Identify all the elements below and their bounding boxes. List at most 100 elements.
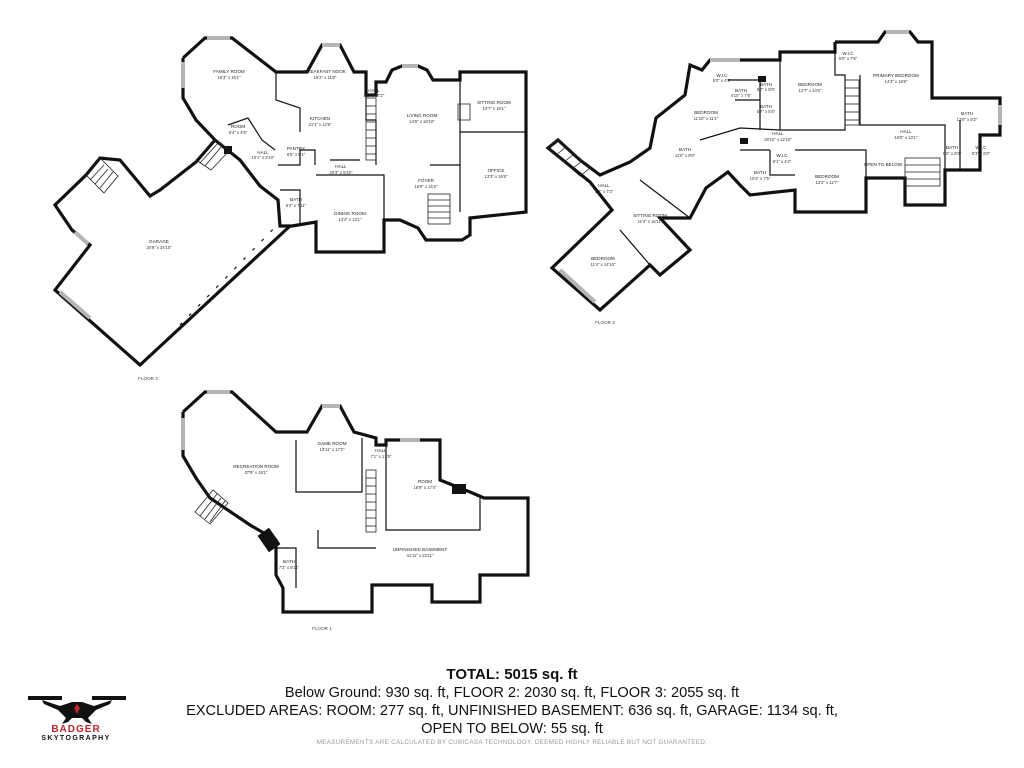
floor-1-labels: GAME ROOM 13'11" x 17'0" HALL 7'1" x 17'… (233, 441, 447, 631)
floor-label: FLOOR 3 (595, 320, 615, 325)
room-dimensions: 5'7" x 5'5" (757, 109, 776, 114)
room-name: BATH (679, 147, 691, 152)
room-name: DINING ROOM (334, 211, 366, 216)
room-dimensions: 7'1" x 17'8" (371, 454, 392, 459)
brand-name: BADGER (51, 724, 101, 735)
room-name: SITTING ROOM (477, 100, 511, 105)
room-name: UNFINISHED BASEMENT (393, 547, 448, 552)
area-summary: TOTAL: 5015 sq. ft Below Ground: 930 sq.… (0, 666, 1024, 746)
room-name: FOYER (418, 178, 435, 183)
room-dimensions: 8'2" x 6'0" (943, 151, 962, 156)
room-dimensions: 11'0" x 8'0" (675, 153, 696, 158)
room-dimensions: 16'8" x 13'1" (895, 135, 918, 140)
room-dimensions: 5'0" x 7'6" (839, 56, 858, 61)
room-name: BEDROOM (815, 174, 839, 179)
floor-3-plan (545, 30, 1002, 313)
room-dimensions: 13'2" x 12'7" (816, 180, 839, 185)
room-name: BATH (946, 145, 958, 150)
room-dimensions: 16'3" x 16'1" (218, 75, 241, 80)
floor-2-labels: FAMILY ROOM 16'3" x 16'1" BREAKFAST NOOK… (138, 69, 511, 381)
room-name: BATH (760, 104, 772, 109)
room-name: BATH (735, 88, 747, 93)
room-name: W.I.C (776, 153, 788, 158)
room-dimensions: 13'3" x 16'6" (485, 174, 508, 179)
room-dimensions: 14'3" x 18'8" (885, 79, 908, 84)
room-dimensions: 10'1" x 3'10" (252, 155, 275, 160)
room-dimensions: 6'5" x 5'1" (287, 152, 306, 157)
room-name: HALL (335, 164, 347, 169)
room-name: W.I.C (842, 51, 854, 56)
room-dimensions: 6'1" x 4'4" (773, 159, 792, 164)
room-name: FAMILY ROOM (213, 69, 245, 74)
room-dimensions: 5'3" x 7'3" (595, 189, 614, 194)
room-dimensions: 12'7" x 14'0" (799, 88, 822, 93)
room-name: BEDROOM (798, 82, 822, 87)
room-name: GAME ROOM (317, 441, 346, 446)
room-dimensions: 8'3" x 6'0" (972, 151, 991, 156)
room-dimensions: 10'3" x 7'5" (750, 176, 771, 181)
room-name: ROOM (231, 124, 245, 129)
total-area: TOTAL: 5015 sq. ft (446, 666, 578, 683)
room-dimensions: 13'8" x 8'2" (957, 117, 978, 122)
room-name: W.I.C (716, 73, 728, 78)
room-name: LIVING ROOM (407, 113, 438, 118)
room-dimensions: 21'1" x 12'9" (309, 122, 332, 127)
room-dimensions: 11'10" x 11'1" (694, 116, 719, 121)
floor-2-plan (52, 36, 528, 368)
floor-plan-drawing: FAMILY ROOM 16'3" x 16'1" BREAKFAST NOOK… (52, 30, 1002, 631)
room-dimensions: 11'4" x 14'10" (591, 262, 616, 267)
room-name: SITTING ROOM (633, 213, 667, 218)
floor-label: FLOOR 2 (138, 376, 158, 381)
room-name: BREAKFAST NOOK (304, 69, 347, 74)
room-name: BEDROOM (694, 110, 718, 115)
floor-label: FLOOR 1 (312, 626, 332, 631)
room-dimensions: 16'9" x 15'2" (415, 184, 438, 189)
disclaimer: MEASUREMENTS ARE CALCULATED BY CUBICASA … (316, 739, 708, 746)
room-name: BEDROOM (591, 256, 615, 261)
room-name: BATH (760, 82, 772, 87)
room-name: PANTRY (287, 146, 305, 151)
brand-tagline: SKYTOGRAPHY (41, 735, 111, 742)
room-dimensions: 11'4" x 16'11" (638, 219, 663, 224)
room-name: OFFICE (488, 168, 505, 173)
room-dimensions: 4'1" x 17'2" (364, 93, 385, 98)
room-dimensions: 20'3" x 5'10" (330, 170, 353, 175)
room-dimensions: 34'9" x 34'10" (146, 245, 172, 250)
room-name: PRIMARY BEDROOM (873, 73, 919, 78)
room-dimensions: 28'10" x 12'10" (764, 137, 792, 142)
room-dimensions: 13'7" x 16'1" (483, 106, 506, 111)
floor-1-plan (181, 390, 530, 614)
room-name: RECREATION ROOM (233, 464, 279, 469)
room-dimensions: 18'2" x 11'8" (314, 75, 337, 80)
room-dimensions: 5'7" x 5'8" (757, 87, 776, 92)
room-name: ROOM (418, 479, 432, 484)
drone-logo-icon (28, 696, 126, 724)
room-name: HALL (772, 131, 784, 136)
room-dimensions: 13'2" x 13'1" (339, 217, 362, 222)
room-name: HALL (375, 448, 387, 453)
room-name: BATH (961, 111, 973, 116)
area-breakdown: Below Ground: 930 sq. ft, FLOOR 2: 2030 … (284, 685, 740, 701)
room-name: KITCHEN (310, 116, 330, 121)
room-name: BATH (754, 170, 766, 175)
room-name: W.I.C (975, 145, 987, 150)
room-name: OPEN TO BELOW (864, 162, 903, 167)
room-name: BATH (290, 197, 302, 202)
room-dimensions: 5'0" x 4'9" (713, 78, 732, 83)
room-name: HALL (257, 150, 269, 155)
room-dimensions: 7'3" x 8'11" (279, 565, 300, 570)
room-dimensions: 4'10" x 7'6" (731, 93, 752, 98)
room-name: GARAGE (149, 239, 169, 244)
room-dimensions: 37'9" x 19'1" (245, 470, 268, 475)
room-dimensions: 18'9" x 17'4" (414, 485, 437, 490)
room-dimensions: 6'4" x 4'5" (229, 130, 248, 135)
room-name: HALL (368, 88, 380, 93)
floor-3-labels: W.I.C 5'0" x 7'6" W.I.C 5'0" x 4'9" PRIM… (591, 51, 991, 325)
room-dimensions: 6'2" x 7'11" (286, 203, 307, 208)
room-dimensions: 41'11" x 23'11" (406, 553, 434, 558)
room-name: BATH (283, 559, 295, 564)
room-name: HALL (900, 129, 912, 134)
room-name: HALL (598, 183, 610, 188)
room-dimensions: 14'8" x 18'10" (409, 119, 435, 124)
room-dimensions: 13'11" x 17'0" (320, 447, 345, 452)
